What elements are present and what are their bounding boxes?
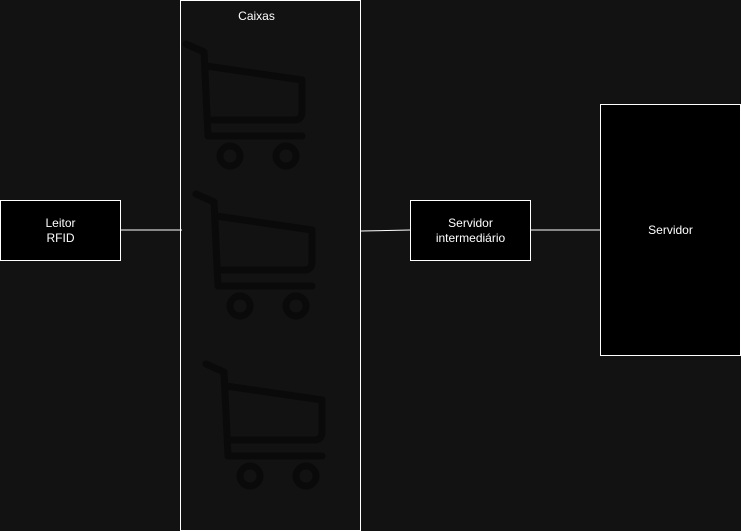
edge-caixas-intermediario (360, 229, 411, 232)
caixas-title: Caixas (238, 9, 275, 23)
leitor-label-line1: Leitor (45, 215, 76, 230)
leitor-label-line2: RFID (46, 230, 75, 245)
intermediario-label-line2: intermediário (435, 230, 506, 245)
leitor-rfid-node[interactable]: Leitor RFID (0, 200, 121, 261)
servidor-node[interactable]: Servidor (600, 104, 741, 356)
caixas-container[interactable]: Caixas (180, 0, 361, 531)
servidor-intermediario-node[interactable]: Servidor intermediário (410, 200, 531, 261)
servidor-label: Servidor (648, 222, 693, 237)
intermediario-label-line1: Servidor (448, 215, 493, 230)
